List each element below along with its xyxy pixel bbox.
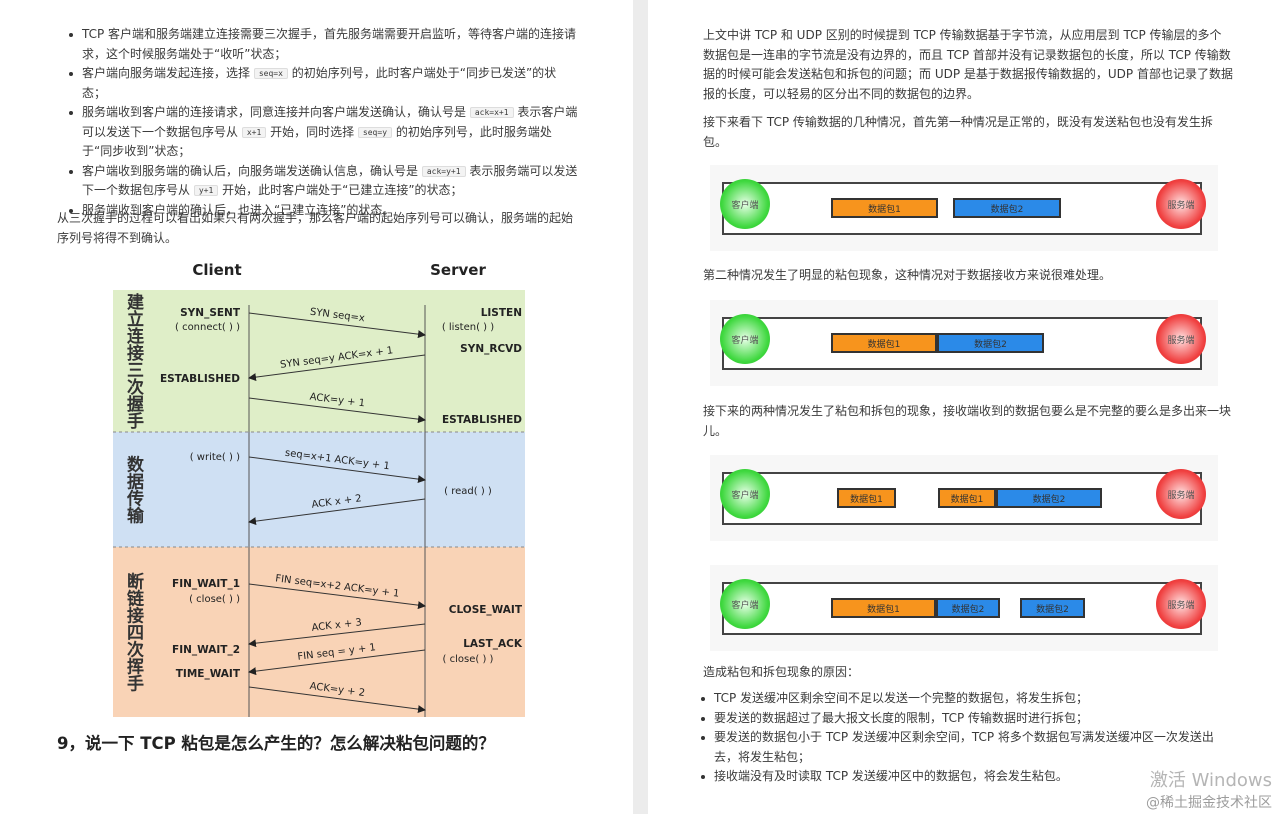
packet-diagram: 客户端 服务端 数据包1 数据包2 [710, 165, 1218, 251]
message-arrow [248, 623, 426, 648]
text: 开始，此时客户端处于“已建立连接”的状态； [218, 183, 463, 197]
list-item: 服务端收到客户端的连接请求，同意连接并向客户端发送确认，确认号是 ack=x+1… [68, 103, 578, 162]
message-arrow [248, 649, 426, 676]
data-packet: 数据包1 [831, 333, 937, 353]
server-header: Server [430, 261, 486, 279]
paragraph-tcp-stream: 上文中讲 TCP 和 UDP 区别的时候提到 TCP 传输数据基于字节流，从应用… [703, 28, 1233, 101]
data-packet: 数据包1 [831, 598, 936, 618]
site-watermark: @稀土掘金技术社区 [1146, 795, 1272, 811]
message-arrow [248, 312, 426, 339]
client-state: SYN_SENT [180, 307, 241, 319]
data-packet: 数据包1 [831, 198, 938, 218]
data-packet: 数据包2 [937, 333, 1044, 353]
list-item: TCP 发送缓冲区剩余空间不足以发送一个完整的数据包，将发生拆包； [700, 689, 1225, 709]
data-packet: 数据包2 [936, 598, 1000, 618]
server-node: 服务端 [1156, 314, 1206, 364]
text: 服务端收到客户端的确认后，也进入“已建立连接”的状态。 [82, 202, 395, 217]
text: 开始，同时选择 [266, 124, 358, 139]
client-node: 客户端 [720, 579, 770, 629]
paragraph-case-2: 第二种情况发生了明显的粘包现象，这种情况对于数据接收方来说很难处理。 [703, 268, 1112, 282]
client-header: Client [192, 261, 241, 279]
phase-label: 建立连接三次握手 [123, 292, 144, 430]
server-state: LISTEN [481, 307, 522, 319]
client-state: ( connect( ) ) [175, 322, 240, 333]
text: 服务端收到客户端的连接请求，同意连接并向客户端发送确认，确认号是 [82, 105, 470, 119]
message-arrow [248, 686, 426, 714]
server-state: CLOSE_WAIT [449, 604, 523, 616]
message-arrow [248, 583, 426, 610]
list-item: TCP 客户端和服务端建立连接需要三次握手，首先服务端需要开启监听，等待客户端的… [68, 25, 578, 64]
client-node: 客户端 [720, 179, 770, 229]
client-state: ( close( ) ) [189, 594, 240, 605]
text: 的初始序列号，此时服务端处于“同步收到”状态； [82, 124, 552, 159]
inline-code: ack=y+1 [421, 165, 466, 177]
left-page: TCP 客户端和服务端建立连接需要三次握手，首先服务端需要开启监听，等待客户端的… [0, 0, 633, 814]
server-state: ESTABLISHED [442, 414, 522, 426]
server-state: ( read( ) ) [444, 486, 492, 497]
handshake-paragraph: 从三次握手的过程可以看出如果只有两次握手，那么客户端的起始序列号可以确认，服务端… [57, 211, 574, 245]
handshake-steps-list: TCP 客户端和服务端建立连接需要三次握手，首先服务端需要开启监听，等待客户端的… [68, 25, 578, 220]
server-state: ( close( ) ) [443, 654, 494, 665]
client-state: TIME_WAIT [176, 668, 241, 680]
message-arrow [248, 397, 426, 424]
server-state: LAST_ACK [463, 638, 523, 650]
data-packet: 数据包2 [996, 488, 1102, 508]
text: 客户端向服务端发起连接，选择 [82, 66, 254, 80]
right-page: 上文中讲 TCP 和 UDP 区别的时候提到 TCP 传输数据基于字节流，从应用… [648, 0, 1280, 814]
data-packet: 数据包2 [953, 198, 1061, 218]
phase-label: 断链接四次挥手 [123, 571, 144, 692]
inline-code: x+1 [241, 126, 267, 138]
server-node: 服务端 [1156, 179, 1206, 229]
client-node: 客户端 [720, 469, 770, 519]
inline-code: y+1 [193, 185, 219, 196]
list-item: 要发送的数据超过了最大报文长度的限制，TCP 传输数据时进行拆包； [700, 709, 1225, 729]
server-node: 服务端 [1156, 579, 1206, 629]
phase-band [113, 290, 525, 432]
client-state: FIN_WAIT_2 [172, 644, 240, 656]
paragraph-causes: 造成粘包和拆包现象的原因： [703, 665, 860, 679]
list-item: 接收端没有及时读取 TCP 发送缓冲区中的数据包，将会发生粘包。 [700, 767, 1225, 787]
text: 表示客户端可以发送下一个数据包序号从 [82, 105, 578, 139]
message-arrow [248, 354, 426, 382]
windows-activation-watermark: 激活 Windows [1149, 770, 1272, 791]
data-packet: 数据包1 [837, 488, 896, 508]
list-item: 服务端收到客户端的确认后，也进入“已建立连接”的状态。 [68, 201, 578, 221]
message-arrow [248, 498, 426, 526]
data-packet: 数据包1 [938, 488, 996, 508]
client-state: FIN_WAIT_1 [172, 578, 240, 590]
text: 表示服务端可以发送下一个数据包序号从 [82, 163, 578, 198]
paragraph-case-3-4: 接下来的两种情况发生了粘包和拆包的现象，接收端收到的数据包要么是不完整的要么是多… [703, 404, 1232, 438]
phase-band [113, 432, 525, 547]
server-state: ( listen( ) ) [442, 322, 494, 333]
client-state: ( write( ) ) [190, 452, 240, 463]
text: TCP 客户端和服务端建立连接需要三次握手，首先服务端需要开启监听，等待客户端的… [82, 27, 577, 61]
list-item: 要发送的数据包小于 TCP 发送缓冲区剩余空间，TCP 将多个数据包写满发送缓冲… [700, 728, 1225, 767]
section-heading: 9，说一下 TCP 粘包是怎么产生的？怎么解决粘包问题的？ [57, 734, 495, 753]
inline-code: seq=x [253, 68, 288, 79]
phase-label: 数据传输 [123, 454, 145, 524]
text: 的初始序列号，此时客户端处于“同步已发送”的状态； [82, 66, 557, 100]
client-state: ESTABLISHED [160, 373, 240, 385]
server-node: 服务端 [1156, 469, 1206, 519]
causes-list: TCP 发送缓冲区剩余空间不足以发送一个完整的数据包，将发生拆包；要发送的数据超… [700, 689, 1225, 787]
data-packet: 数据包2 [1020, 598, 1085, 618]
phase-band [113, 547, 525, 717]
paragraph-cases-intro: 接下来看下 TCP 传输数据的几种情况，首先第一种情况是正常的，既没有发送粘包也… [703, 115, 1213, 149]
client-node: 客户端 [720, 314, 770, 364]
list-item: 客户端收到服务端的确认后，向服务端发送确认信息，确认号是 ack=y+1 表示服… [68, 162, 578, 201]
message-arrow [248, 456, 426, 484]
server-state: SYN_RCVD [460, 343, 522, 355]
text: 客户端收到服务端的确认后，向服务端发送确认信息，确认号是 [82, 163, 422, 178]
inline-code: seq=y [357, 126, 393, 138]
list-item: 客户端向服务端发起连接，选择 seq=x 的初始序列号，此时客户端处于“同步已发… [68, 64, 578, 103]
inline-code: ack=x+1 [469, 107, 514, 118]
